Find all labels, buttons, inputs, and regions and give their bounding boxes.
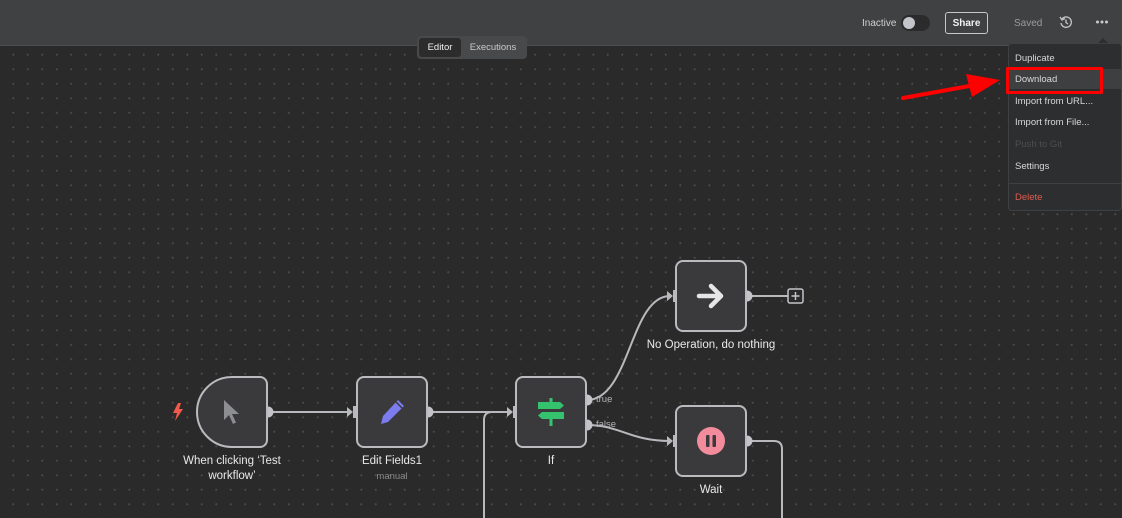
menu-item-settings[interactable]: Settings [1015,160,1050,172]
edge-if-false-to-wait[interactable] [586,424,671,442]
cursor-pointer-icon [224,400,239,424]
history-icon[interactable] [1059,15,1073,29]
menu-item-download[interactable]: Download [1009,69,1121,89]
workflow-options-menu: Duplicate Download Import from URL... Im… [1008,43,1122,211]
more-horizontal-icon[interactable] [1095,17,1109,27]
arrow-right-icon [696,283,724,309]
tab-executions[interactable]: Executions [469,42,517,53]
menu-item-import-file[interactable]: Import from File... [1015,116,1090,128]
pencil-icon [381,400,404,424]
input-handle-wait[interactable] [667,435,677,447]
node-label-trigger: When clicking ‘Test workflow’ [183,455,281,482]
input-handle-if[interactable] [507,406,517,418]
edge-if-true-to-noop[interactable] [586,295,671,401]
menu-caret [1097,38,1109,44]
input-handle-noop[interactable] [667,290,677,302]
menu-item-push-to-git: Push to Git [1015,138,1062,150]
annotation-highlight-box [1006,67,1103,94]
lightning-bolt-icon [173,403,183,421]
port-label-false: false [596,419,617,430]
node-wait[interactable] [675,405,747,477]
signpost-icon [538,398,564,426]
node-label-edit-fields: Edit Fields1 [361,455,423,467]
active-status-label: Inactive [862,18,897,29]
tab-editor[interactable]: Editor [419,38,461,57]
menu-divider [1009,183,1121,184]
saved-status-label: Saved [1014,18,1043,29]
node-subtitle-edit-fields: manual [376,471,408,482]
node-if[interactable] [515,376,587,448]
menu-item-duplicate[interactable]: Duplicate [1015,52,1055,64]
input-handle-edit[interactable] [347,406,357,418]
toggle-knob [903,17,915,29]
node-trigger[interactable] [196,376,268,448]
port-label-true: true [596,394,613,405]
active-toggle[interactable] [901,15,930,31]
node-label-wait: Wait [699,484,723,496]
plus-square-icon[interactable] [787,288,804,304]
node-no-operation[interactable] [675,260,747,332]
edge-wait-out[interactable] [747,440,783,518]
node-edit-fields[interactable] [356,376,428,448]
share-button[interactable]: Share [945,12,988,34]
menu-item-delete[interactable]: Delete [1015,191,1043,203]
node-label-no-operation: No Operation, do nothing [646,339,776,351]
edge-loop-back-to-if[interactable] [483,411,509,518]
top-header: Inactive Share Saved [0,0,1122,46]
node-label-if: If [547,455,555,467]
pause-circle-icon [697,427,725,455]
menu-item-import-url[interactable]: Import from URL... [1015,95,1094,107]
view-tabs: Editor Executions [417,36,527,59]
